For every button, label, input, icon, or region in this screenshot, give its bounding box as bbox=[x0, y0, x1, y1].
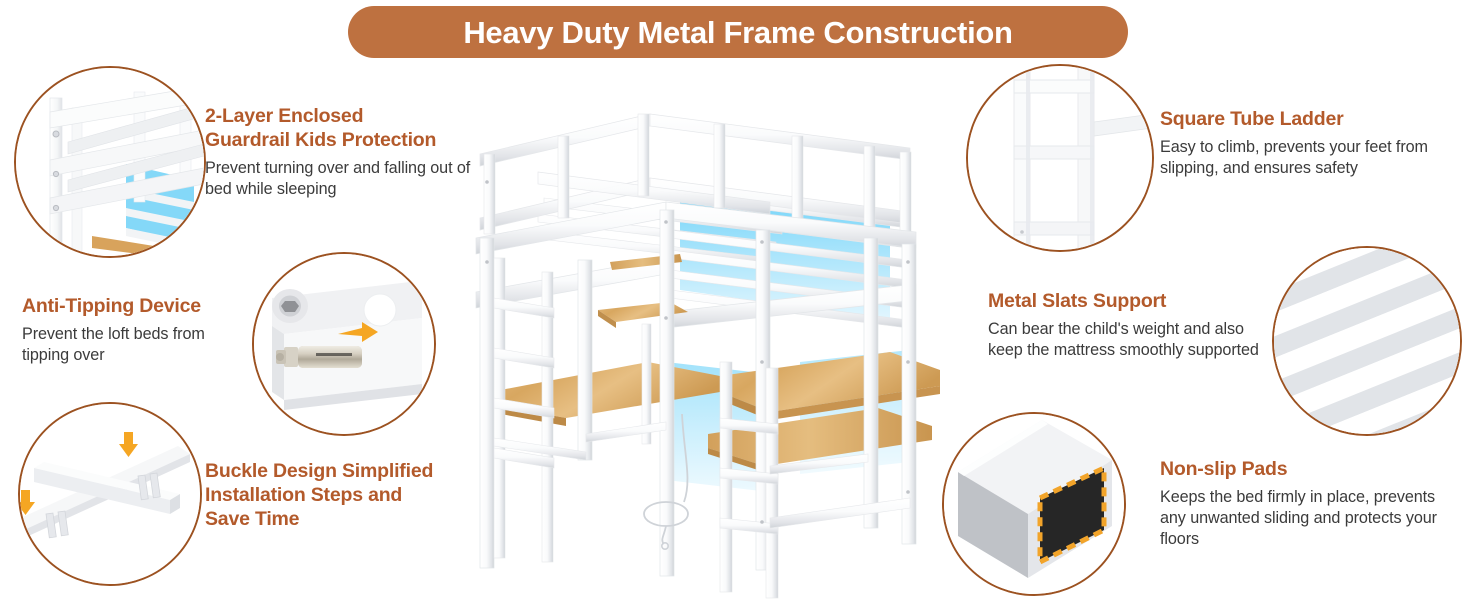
anchor-bolt bbox=[276, 346, 362, 368]
feature-title-guardrail: 2-Layer Enclosed Guardrail Kids Protecti… bbox=[205, 105, 437, 151]
direction-arrow-icon bbox=[338, 322, 378, 342]
guardrail-detail-photo bbox=[14, 66, 206, 258]
feature-body-anti-tipping: Prevent the loft beds from tipping over bbox=[22, 324, 205, 364]
feature-callout-ladder: Square Tube Ladder Easy to climb, preven… bbox=[1160, 108, 1460, 179]
lower-cross-rails bbox=[493, 421, 911, 529]
install-arrow-icon-right bbox=[119, 432, 138, 457]
square-tube-ladder-photo bbox=[966, 64, 1154, 252]
feature-callout-slats: Metal Slats Support Can bear the child's… bbox=[988, 290, 1268, 361]
feature-title-nonslip: Non-slip Pads bbox=[1160, 458, 1288, 480]
page-title: Heavy Duty Metal Frame Construction bbox=[463, 14, 1013, 50]
feature-title-anti-tipping: Anti-Tipping Device bbox=[22, 295, 201, 317]
feature-title-ladder: Square Tube Ladder bbox=[1160, 108, 1344, 130]
feature-body-nonslip: Keeps the bed firmly in place, prevents … bbox=[1160, 487, 1437, 548]
feature-body-ladder: Easy to climb, prevents your feet from s… bbox=[1160, 137, 1428, 177]
screw-dots bbox=[485, 180, 910, 524]
ladder bbox=[493, 257, 555, 563]
guardrail-detail-illustration bbox=[16, 68, 204, 256]
buckle-slats-photo bbox=[18, 402, 202, 586]
non-slip-pad-photo bbox=[942, 412, 1126, 596]
feature-title-buckle: Buckle Design Simplified Installation St… bbox=[205, 460, 434, 530]
metal-slats-illustration bbox=[1274, 248, 1460, 434]
cord-plug-icon bbox=[661, 541, 670, 550]
bed-deck-frame bbox=[475, 201, 917, 329]
feature-body-guardrail: Prevent turning over and falling out of … bbox=[205, 158, 471, 198]
feature-callout-guardrail: 2-Layer Enclosed Guardrail Kids Protecti… bbox=[205, 105, 485, 200]
feature-callout-anti-tipping: Anti-Tipping Device Prevent the loft bed… bbox=[22, 295, 237, 366]
ladder-right bbox=[719, 361, 779, 599]
header-banner: Heavy Duty Metal Frame Construction bbox=[348, 6, 1128, 58]
feature-callout-buckle: Buckle Design Simplified Installation St… bbox=[205, 460, 485, 536]
loft-bed-product-render bbox=[470, 62, 970, 600]
feature-title-slats: Metal Slats Support bbox=[988, 290, 1167, 312]
install-arrow-icon-left bbox=[20, 490, 35, 515]
feature-callout-nonslip: Non-slip Pads Keeps the bed firmly in pl… bbox=[1160, 458, 1450, 550]
metal-slats-photo bbox=[1272, 246, 1462, 436]
anti-tipping-illustration bbox=[254, 254, 434, 434]
loft-bed-illustration bbox=[475, 113, 940, 599]
buckle-design-illustration bbox=[20, 404, 200, 584]
anti-tipping-anchor-photo bbox=[252, 252, 436, 436]
bolt-head bbox=[272, 289, 308, 323]
ladder-detail-illustration bbox=[968, 66, 1152, 250]
feature-body-slats: Can bear the child's weight and also kee… bbox=[988, 319, 1259, 359]
guardrail-frame bbox=[479, 113, 912, 243]
non-slip-pad-illustration bbox=[944, 414, 1124, 594]
